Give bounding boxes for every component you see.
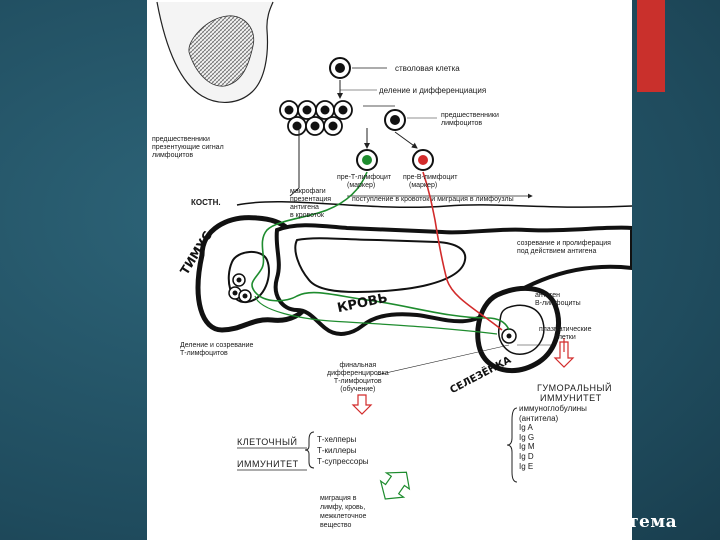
label-pre-b: пре-В-лимфоцит — [403, 174, 458, 181]
precursor-cell-nucleus — [284, 105, 294, 115]
precursor-cell-nucleus — [302, 105, 312, 115]
label-stem-cell: стволовая клетка — [395, 64, 460, 73]
stem-cell — [329, 57, 387, 99]
pre-b-cell — [394, 131, 434, 171]
migration-arrow — [379, 471, 411, 500]
label-transport: поступление в кровоток и миграция в лимф… — [352, 196, 514, 203]
label-immunoglobulins: иммуноглобулины (антитела) Ig A Ig G Ig … — [519, 404, 587, 471]
bone-marrow-boundary — [236, 201, 632, 209]
label-cellular-2: ИММУНИТЕТ — [237, 459, 299, 469]
label-division-t: Деление и созревание Т-лимфоцитов — [180, 342, 254, 358]
diagram-panel: стволовая клетка деление и дифференциаци… — [147, 0, 632, 540]
immune-system-diagram — [156, 1, 632, 500]
precursor-cell-nucleus — [328, 121, 338, 131]
t-cell-pathway — [251, 171, 510, 331]
label-plasma-cells: плазматические клетки — [539, 326, 592, 342]
label-pre-b-sub: (маркер) — [409, 182, 438, 189]
label-pre-t-sub: (маркер) — [347, 182, 376, 189]
bone-drawing — [156, 1, 274, 103]
down-arrow-humoral — [553, 341, 575, 368]
label-precursors: предшественники лимфоцитов — [441, 112, 499, 128]
label-pre-t: пре-Т-лимфоцит — [337, 174, 392, 181]
label-cellular-1: КЛЕТОЧНЫЙ — [237, 437, 298, 447]
label-t-types: Т-хелперы Т-киллеры Т-супрессоры — [317, 435, 369, 467]
pre-t-cell — [356, 128, 378, 171]
label-migration: миграция в лимфу, кровь, межклеточное ве… — [320, 495, 367, 530]
b-cell-pathway — [422, 171, 503, 331]
label-maturation: созревание и пролиферация под действием … — [517, 240, 611, 256]
label-bone-marrow: КОСТН. — [191, 198, 221, 207]
label-antigen: антиген В-лимфоциты — [535, 292, 581, 308]
spleen-organ — [475, 285, 561, 374]
precursor-cell-nucleus — [310, 121, 320, 131]
label-final-diff: финальная дифференцировка Т-лимфоцитов (… — [327, 362, 389, 394]
red-accent-bar — [637, 0, 665, 92]
label-humoral-1: ГУМОРАЛЬНЫЙ — [537, 383, 612, 393]
precursor-cell-nucleus — [320, 105, 330, 115]
label-humoral-2: ИММУНИТЕТ — [540, 393, 602, 403]
precursor-cells — [279, 100, 437, 136]
label-macrophage: макрофаги презентация антигена в кровото… — [290, 188, 332, 220]
precursor-cell-nucleus — [338, 105, 348, 115]
label-division: деление и дифференциация — [379, 86, 487, 95]
label-precursors-left: предшественники презентующие сигнал лимф… — [152, 136, 224, 160]
precursor-cell-nucleus — [292, 121, 302, 131]
slide-title-fragment: тема — [628, 512, 678, 532]
down-arrow-cellular — [351, 394, 373, 415]
